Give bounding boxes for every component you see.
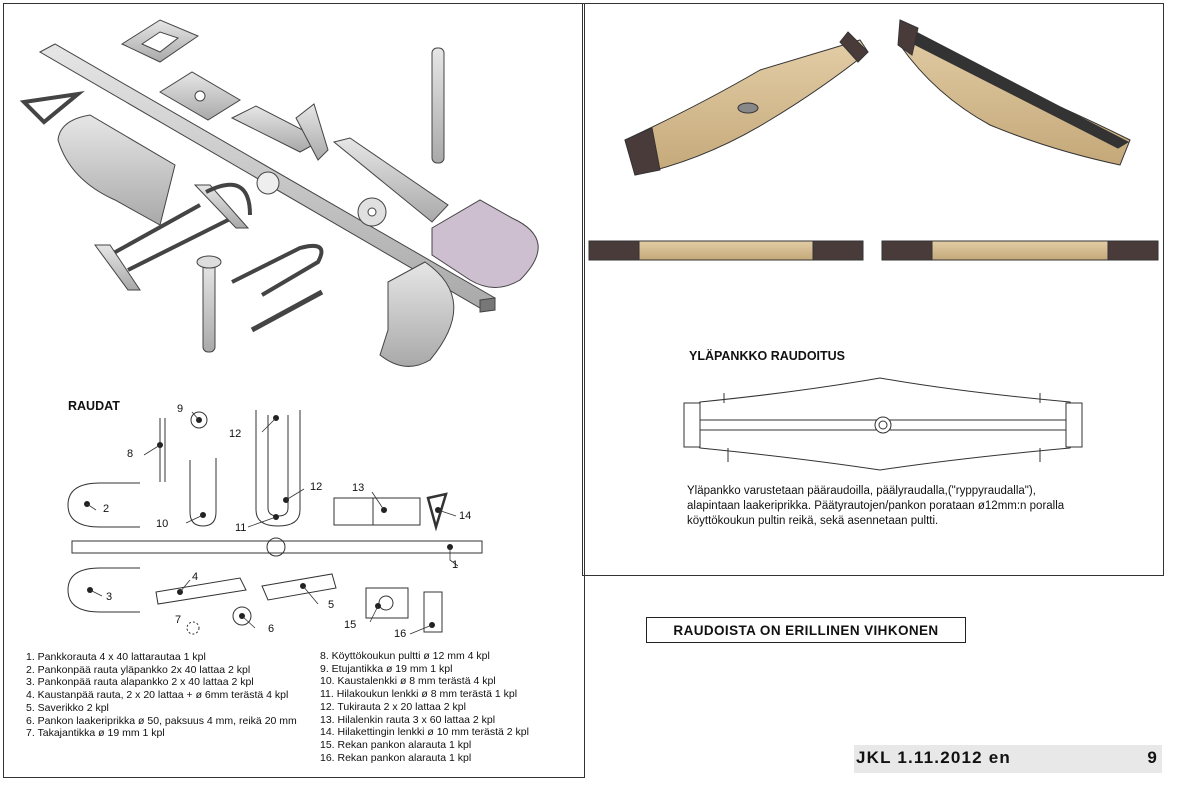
page-footer: JKL 1.11.2012 en 9: [854, 745, 1162, 773]
callout-16: 16: [394, 628, 407, 640]
footer-date: JKL 1.11.2012 en: [856, 748, 1011, 767]
part-5-drawing: [261, 573, 337, 601]
callout-5: 5: [328, 599, 335, 611]
part-13-drawing: [333, 497, 421, 526]
part-15-drawing: [365, 587, 409, 619]
part-item: 14. Hilakettingin lenkki ø 10 mm terästä…: [320, 726, 529, 739]
part-item: 2. Pankonpää rauta yläpankko 2x 40 latta…: [26, 663, 251, 676]
part-item: 5. Saverikko 2 kpl: [26, 701, 109, 714]
u-link-drawing: [231, 243, 324, 297]
part-10-drawing: [189, 458, 217, 527]
part-item: 1. Pankkorauta 4 x 40 lattarautaa 1 kpl: [26, 651, 206, 663]
part-item: 3. Pankonpää rauta alapankko 2 x 40 latt…: [26, 676, 254, 689]
callout-1: 1: [452, 559, 459, 571]
callout-13: 13: [352, 482, 365, 494]
pin-drawing: [431, 47, 445, 164]
part-item: 6. Pankon laakeriprikka ø 50, paksuus 4 …: [26, 714, 297, 727]
callout-2: 2: [103, 503, 110, 515]
part-1-drawing: [71, 540, 483, 554]
separate-booklet-note: RAUDOISTA ON ERILLINEN VIHKONEN: [646, 617, 966, 643]
part-9-drawing: [190, 411, 208, 429]
u-strap-lower-drawing: [379, 261, 455, 367]
part-item: 7. Takajantikka ø 19 mm 1 kpl: [26, 727, 165, 740]
upper-bunk-heading: YLÄPANKKO RAUDOITUS: [689, 349, 846, 363]
callout-9: 9: [177, 403, 184, 415]
part-4-drawing: [155, 577, 247, 605]
callout-11: 11: [235, 522, 247, 534]
part-16-drawing: [423, 591, 443, 633]
bunk-plan-drawing: [683, 377, 1083, 471]
part-7-drawing: [186, 621, 200, 635]
parts-list-right: 8. Köyttökoukun pultti ø 12 mm 4 kpl 9. …: [320, 650, 529, 764]
callout-4: 4: [192, 571, 199, 583]
part-item: 10. Kaustalenkki ø 8 mm terästä 4 kpl: [320, 675, 496, 688]
callout-14: 14: [459, 510, 472, 522]
u-strap-drawing: [431, 199, 539, 288]
part-14-drawing: [426, 492, 448, 532]
rod-drawing: [250, 289, 324, 333]
part-2-drawing: [67, 482, 140, 528]
callout-15: 15: [344, 619, 357, 631]
part-item: 13. Hilalenkin rauta 3 x 60 lattaa 2 kpl: [320, 713, 496, 726]
callout-12a: 12: [229, 428, 242, 440]
part-item: 16. Rekan pankon alarauta 1 kpl: [320, 751, 472, 764]
description-line: alapintaan laakeriprikka. Päätyrautojen/…: [687, 500, 1065, 512]
hook-bracket-drawing: [332, 137, 449, 223]
parts-list-left: 1. Pankkorauta 4 x 40 lattarautaa 1 kpl …: [26, 651, 297, 740]
bunk-3d-drawing: [624, 19, 1131, 176]
flat-parts-drawing: [67, 410, 483, 635]
isometric-parts-drawing: [19, 19, 539, 367]
callout-12b: 12: [310, 481, 323, 493]
callout-3: 3: [106, 591, 113, 603]
upper-bunk-description: Yläpankko varustetaan pääraudoilla, pääl…: [687, 484, 1064, 529]
description-line: köyttökoukun pultin reikä, sekä asenneta…: [687, 515, 939, 527]
bolt-drawing: [202, 261, 216, 353]
part-6-drawing: [232, 606, 252, 626]
part-item: 12. Tukirauta 2 x 20 lattaa 2 kpl: [320, 700, 466, 713]
part-item: 11. Hilakoukun lenkki ø 8 mm terästä 1 k…: [320, 688, 518, 701]
triangle-link-drawing: [19, 90, 85, 125]
page-number: 9: [1147, 748, 1158, 767]
part-item: 8. Köyttökoukun pultti ø 12 mm 4 kpl: [320, 650, 490, 662]
callout-7: 7: [175, 614, 182, 626]
upper-bunk-panel: [582, 3, 1164, 576]
part-item: 9. Etujantikka ø 19 mm 1 kpl: [320, 662, 453, 675]
callout-6: 6: [268, 623, 275, 635]
bent-plate-drawing: [57, 114, 176, 226]
part-item: 15. Rekan pankon alarauta 1 kpl: [320, 738, 472, 751]
callout-10: 10: [156, 518, 169, 530]
parts-heading: RAUDAT: [68, 399, 120, 413]
callout-8: 8: [127, 448, 134, 460]
description-line: Yläpankko varustetaan pääraudoilla, pääl…: [687, 485, 1036, 497]
leader-lines: [86, 411, 459, 635]
bunk-side-views: [588, 240, 1159, 261]
part-3-drawing: [67, 567, 140, 613]
frame-drawing: [109, 203, 233, 272]
part-item: 4. Kaustanpää rauta, 2 x 20 lattaa + ø 6…: [26, 689, 289, 702]
part-12-drawing: [255, 410, 301, 527]
parts-panel: [3, 3, 585, 778]
